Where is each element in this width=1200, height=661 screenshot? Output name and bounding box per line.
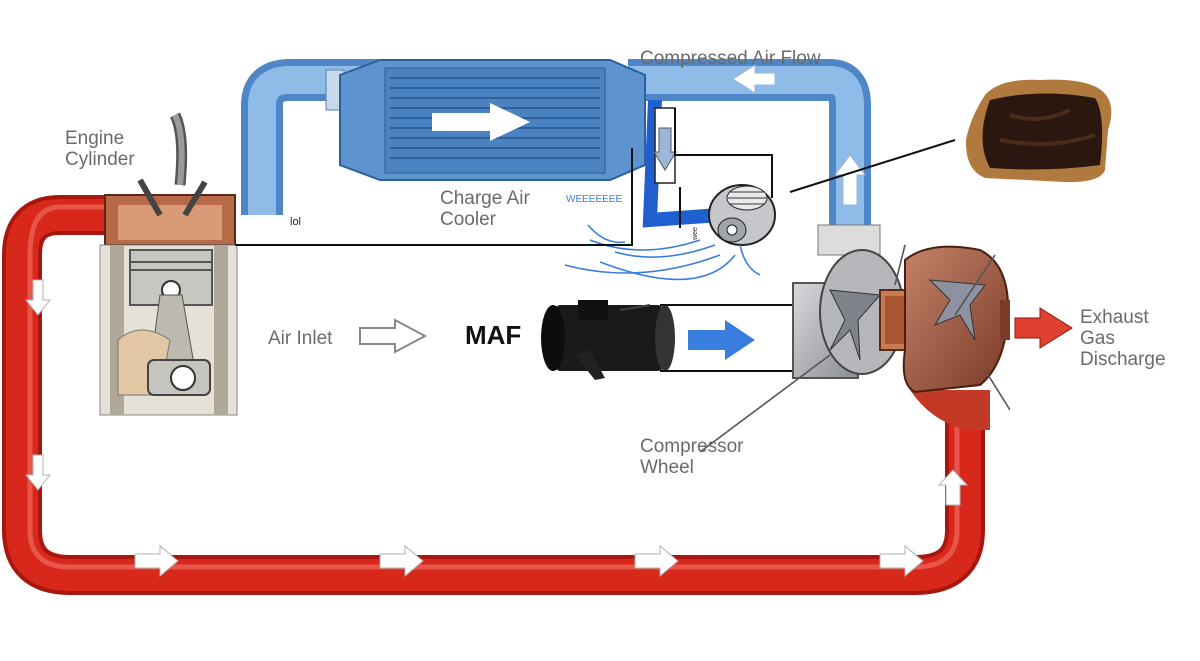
charge-air-cooler-label: Charge Air Cooler [440,188,530,230]
blow-off-valve-icon [708,184,776,246]
bov-whoosh-lines [564,224,761,281]
erased-patches [470,190,1155,520]
engine-cylinder-label: Engine Cylinder [65,128,135,170]
air-inlet-label: Air Inlet [268,328,333,349]
burnt-toast-icon [965,79,1112,183]
toast-pointer-line [789,139,956,193]
weeeeeee-label: WEEEEEEE [566,194,623,205]
compressed-flow-arrow [732,64,776,94]
lol-label: lol [290,216,302,228]
maf-label: MAF [465,320,522,350]
exhaust-discharge-arrow [1014,307,1073,349]
compressor-wheel-label: Compressor Wheel [640,436,744,478]
maf-outlet-pipe [660,304,795,372]
maf-flow-arrow [688,320,755,360]
engine-cylinder-icon [99,112,238,416]
cooler-flow-arrow [432,103,530,141]
air-inlet-arrow [359,318,428,354]
turbocharger-icon [792,224,1010,394]
exhaust-gas-discharge-label: Exhaust Gas Discharge [1080,307,1166,370]
wee-small-label: wee [691,227,699,240]
leader-lines [699,244,1011,453]
exhaust-loop-pipe [2,195,990,595]
maf-sensor-icon [541,300,675,380]
exhaust-flow-arrows [24,279,969,578]
compressed-air-flow-label: Compressed Air Flow [640,48,821,69]
